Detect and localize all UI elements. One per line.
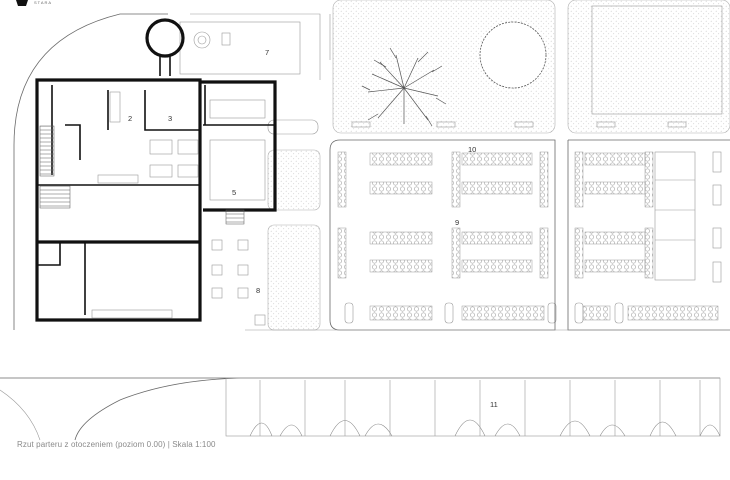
logo: STARA [16,0,52,6]
lawn-top-right [567,0,730,134]
room-labels: 2 3 5 7 8 9 10 11 [128,48,498,409]
planters [337,151,654,279]
room-label-11: 11 [490,400,498,409]
tree-canopy [479,21,547,89]
lawn-strip-b [267,224,321,331]
room-label-5: 5 [232,188,236,197]
drawing-caption: Rzut parteru z otoczeniem (poziom 0.00) … [17,440,216,449]
pergola [654,151,722,283]
room-label-2: 2 [128,114,132,123]
cafe-tables [211,239,249,299]
room-label-9: 9 [455,218,459,227]
building [35,78,277,326]
site-boundary-curve [13,13,168,330]
top-path [179,21,301,75]
tree-branching [361,47,447,127]
room-label-7: 7 [265,48,269,57]
seating-blocks [369,152,719,321]
room-label-3: 3 [168,114,172,123]
tower [145,18,231,76]
street [0,377,721,441]
lawn-strip-a [267,149,321,211]
room-label-8: 8 [256,286,260,295]
room-label-10: 10 [468,145,476,154]
logo-text: STARA [34,0,52,5]
